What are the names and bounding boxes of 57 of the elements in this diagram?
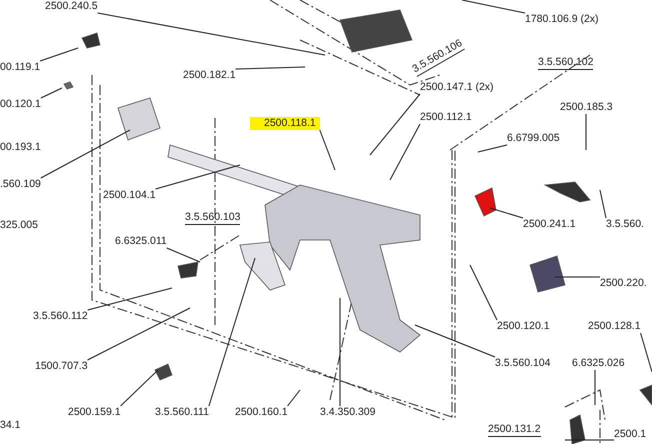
part-number: 2500.104.1 — [103, 189, 156, 202]
leader-line — [208, 258, 256, 406]
part-number: 2500.1 — [614, 428, 646, 441]
leader-line — [40, 48, 78, 62]
part-number: 3.5.560.112 — [33, 310, 88, 323]
leader-line — [554, 276, 600, 278]
leader-line — [594, 370, 596, 406]
leader-line — [40, 130, 130, 178]
leader-line — [414, 324, 496, 358]
leader-line — [155, 164, 240, 190]
part-number: 6.6799.005 — [507, 132, 560, 145]
part-number: 2500.220. — [600, 277, 647, 290]
leader-line — [490, 208, 524, 218]
leader-line — [470, 264, 498, 320]
part-number: 3.5.560.104 — [495, 357, 550, 370]
leader-line — [287, 390, 300, 406]
part-number: 325.005 — [0, 219, 38, 232]
part-number: 00.120.1 — [0, 98, 41, 111]
part-number: 2500.240.5 — [45, 0, 98, 13]
leader-line — [40, 88, 62, 98]
assembly-number: 3.5.560.102 — [538, 56, 594, 70]
part-number: 34.1 — [0, 419, 20, 432]
leader-line — [478, 144, 508, 152]
leader-line — [120, 370, 158, 406]
leader-line — [87, 288, 172, 310]
part-number: 1500.707.3 — [35, 360, 88, 373]
part-number: 2500.147.1 (2x) — [420, 81, 494, 94]
assembly-number: 2500.131.2 — [488, 423, 541, 437]
leader-line — [235, 66, 306, 70]
leader-line — [319, 130, 336, 170]
part-number: 00.193.1 — [0, 141, 41, 154]
part-number: 2500.160.1 — [235, 406, 288, 419]
leader-line — [87, 308, 190, 360]
part-number: 1780.106.9 (2x) — [525, 13, 599, 26]
part-number: 2500.159.1 — [68, 406, 121, 419]
part-number: 2500.128.1 — [588, 320, 641, 333]
part-number: 6.6325.026 — [572, 357, 625, 370]
leader-line — [166, 248, 200, 262]
leader-line — [640, 332, 652, 372]
part-number: .560.109 — [0, 178, 41, 191]
assembly-number: 3.5.560.103 — [185, 211, 240, 225]
part-number: 2500.182.1 — [183, 69, 236, 82]
part-number: 2500.185.3 — [560, 101, 613, 114]
leader-line — [390, 124, 420, 180]
highlighted-part-number: 2500.118.1 — [250, 117, 320, 130]
leader-line — [370, 94, 420, 156]
leader-line — [97, 12, 326, 56]
part-number: 2500.241.1 — [523, 218, 576, 231]
part-number: 3.4.350.309 — [320, 406, 376, 419]
leader-line — [600, 190, 606, 218]
part-number: 6.6325.011 — [115, 235, 167, 248]
part-number: 3.5.560. — [606, 218, 644, 231]
part-number: 2500.112.1 — [420, 111, 472, 124]
part-number: 2500.120.1 — [497, 320, 550, 333]
part-number: 3.5.560.111 — [155, 406, 209, 419]
part-number: 00.119.1 — [0, 61, 40, 74]
leader-line — [462, 0, 526, 14]
